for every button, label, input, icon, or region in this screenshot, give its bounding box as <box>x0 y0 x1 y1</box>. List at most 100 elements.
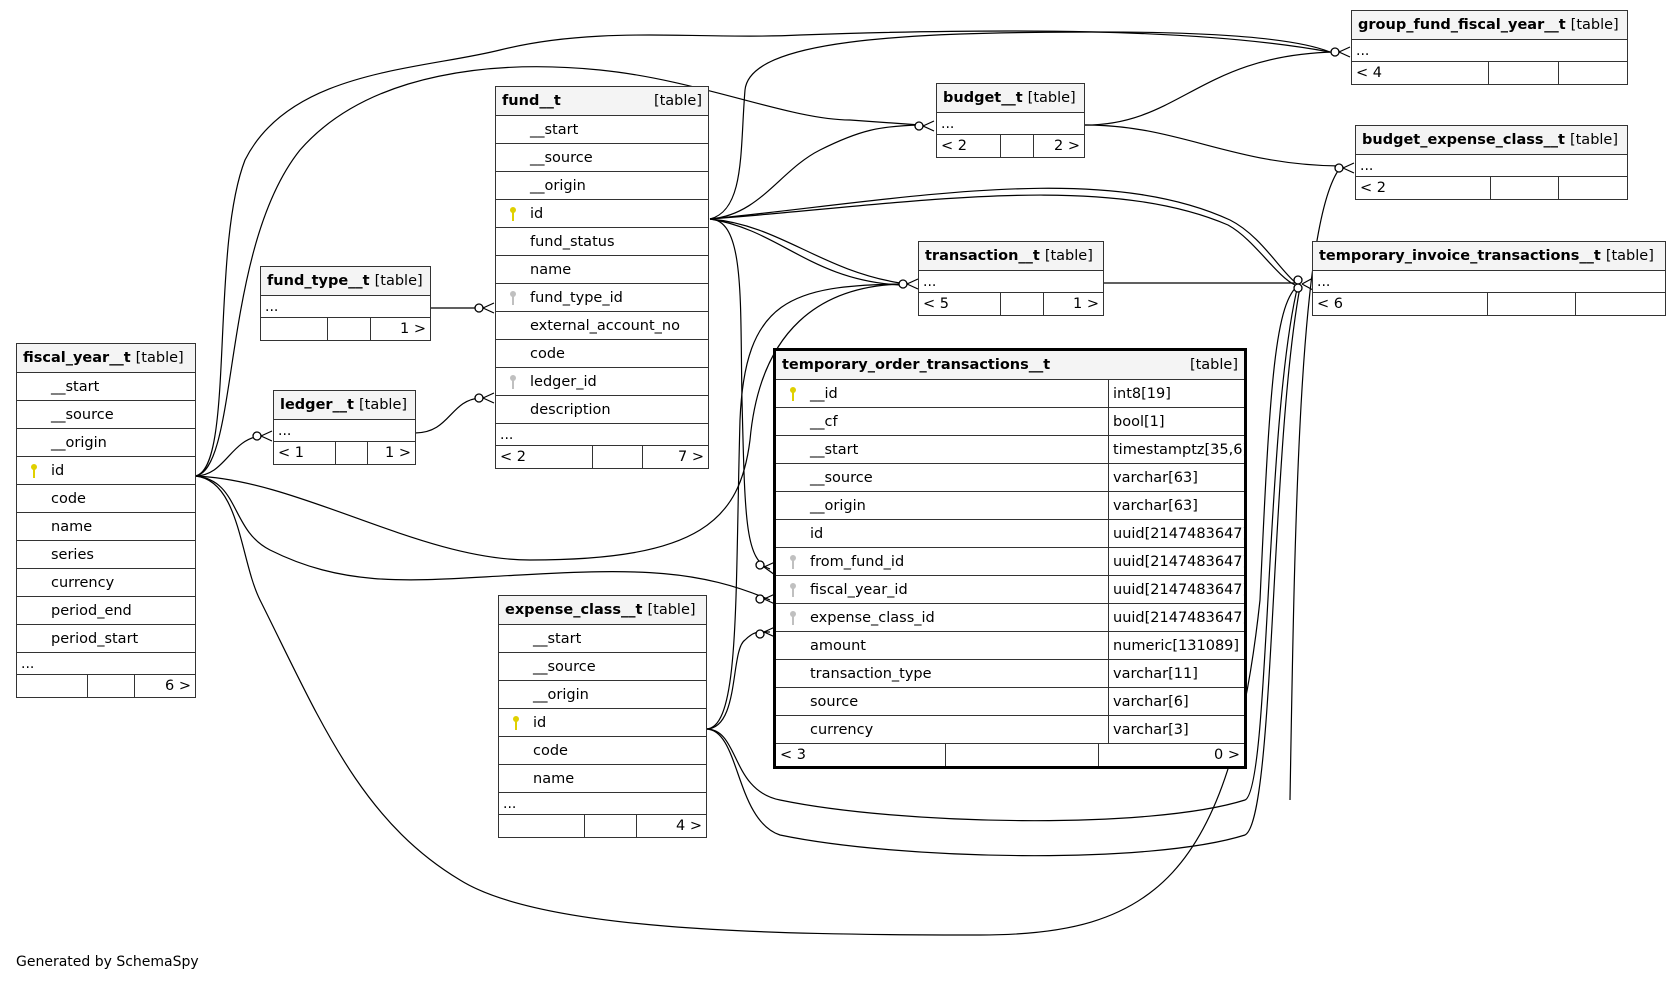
column-row[interactable]: name <box>17 513 195 541</box>
table-kind: [table] <box>358 397 408 413</box>
edge-fund-budget <box>709 124 921 220</box>
column-row[interactable]: __start <box>17 373 195 401</box>
table-header: budget__t[table] <box>937 84 1084 113</box>
parents-count <box>17 675 88 697</box>
column-type: uuid[2147483647] <box>1108 520 1248 547</box>
edge-fund-temp-order <box>709 218 771 570</box>
edge-fund-transaction-1 <box>709 218 901 284</box>
spacer-cell <box>1489 62 1559 84</box>
column-row[interactable]: __origin <box>496 172 708 200</box>
column-name: __origin <box>533 686 589 703</box>
table-kind: [table] <box>1569 132 1619 148</box>
column-row[interactable]: id <box>496 200 708 228</box>
table-header: ledger__t[table] <box>274 391 415 420</box>
table-temporary-invoice-transactions[interactable]: temporary_invoice_transactions__t[table]… <box>1312 241 1666 316</box>
parents-count <box>261 318 328 340</box>
parents-count: < 4 <box>1352 62 1489 84</box>
column-name: code <box>533 742 568 759</box>
table-footer: 6 > <box>17 675 195 697</box>
more-columns: ... <box>1356 155 1627 177</box>
column-name: source <box>810 693 859 710</box>
foreign-key-icon <box>776 582 810 598</box>
column-row[interactable]: __origin <box>17 429 195 457</box>
column-row[interactable]: code <box>499 737 706 765</box>
column-row[interactable]: name <box>496 256 708 284</box>
column-row[interactable]: __start <box>499 625 706 653</box>
table-budget-expense-class[interactable]: budget_expense_class__t[table] ... < 2 <box>1355 125 1628 200</box>
column-name: id <box>51 462 65 479</box>
table-footer: < 2 7 > <box>496 446 708 468</box>
column-row[interactable]: __origin <box>499 681 706 709</box>
more-columns: ... <box>1313 271 1665 293</box>
column-row[interactable]: period_start <box>17 625 195 653</box>
column-row[interactable]: amount numeric[131089] <box>776 632 1244 660</box>
table-transaction[interactable]: transaction__t[table] ... < 5 1 > <box>918 241 1104 316</box>
column-row[interactable]: __source <box>499 653 706 681</box>
table-name: budget_expense_class__t <box>1362 132 1565 148</box>
column-name: __start <box>530 121 579 138</box>
column-row[interactable]: __source <box>17 401 195 429</box>
column-row[interactable]: __source <box>496 144 708 172</box>
table-name: fund_type__t <box>267 273 370 289</box>
children-count: 2 > <box>1054 138 1080 154</box>
column-row[interactable]: currency <box>17 569 195 597</box>
column-type: numeric[131089] <box>1108 632 1244 659</box>
table-ledger[interactable]: ledger__t[table] ... < 1 1 > <box>273 390 416 465</box>
edge-budget-group-fund <box>1084 51 1336 126</box>
table-temporary-order-transactions[interactable]: temporary_order_transactions__t[table] _… <box>773 348 1248 769</box>
column-row[interactable]: period_end <box>17 597 195 625</box>
column-row[interactable]: external_account_no <box>496 312 708 340</box>
table-expense-class[interactable]: expense_class__t[table] __start __source _… <box>498 595 707 838</box>
column-row[interactable]: fund_status <box>496 228 708 256</box>
column-row[interactable]: name <box>499 765 706 793</box>
table-footer: < 5 1 > <box>919 293 1103 315</box>
column-name: name <box>533 770 575 787</box>
table-name: fiscal_year__t <box>23 350 131 366</box>
column-row[interactable]: code <box>496 340 708 368</box>
column-row[interactable]: fund_type_id <box>496 284 708 312</box>
table-fiscal-year[interactable]: fiscal_year__t[table] __start__source__o… <box>16 343 196 698</box>
column-type: int8[19] <box>1108 380 1244 407</box>
column-row[interactable]: id <box>499 709 706 737</box>
table-header: expense_class__t[table] <box>499 596 706 625</box>
column-name: __start <box>51 378 100 395</box>
edge-budget-budget-expense <box>1084 124 1341 167</box>
column-name: fund_status <box>530 233 615 250</box>
table-fund-type[interactable]: fund_type__t[table] ... 1 > <box>260 266 431 341</box>
column-type: varchar[63] <box>1108 464 1244 491</box>
column-row[interactable]: __start <box>496 116 708 144</box>
table-kind: [table] <box>374 273 423 289</box>
table-group-fund-fiscal-year[interactable]: group_fund_fiscal_year__t[table] ... < 4 <box>1351 10 1628 85</box>
column-row[interactable]: id <box>17 457 195 485</box>
table-budget[interactable]: budget__t[table] ... < 2 2 > <box>936 83 1085 158</box>
column-name: __source <box>530 149 593 166</box>
column-row[interactable]: code <box>17 485 195 513</box>
column-row[interactable]: series <box>17 541 195 569</box>
foreign-key-icon <box>496 290 530 306</box>
parents-count: < 1 <box>274 442 336 464</box>
column-name: __start <box>533 630 582 647</box>
column-row[interactable]: ledger_id <box>496 368 708 396</box>
column-name: amount <box>810 637 866 654</box>
column-name: currency <box>51 574 115 591</box>
column-name: __source <box>533 658 596 675</box>
table-header: budget_expense_class__t[table] <box>1356 126 1627 155</box>
foreign-key-icon <box>776 610 810 626</box>
parents-count: < 5 <box>919 293 1001 315</box>
column-row[interactable]: description <box>496 396 708 424</box>
table-header: temporary_invoice_transactions__t[table] <box>1313 242 1665 271</box>
column-type: timestamptz[35,6] <box>1108 436 1248 463</box>
